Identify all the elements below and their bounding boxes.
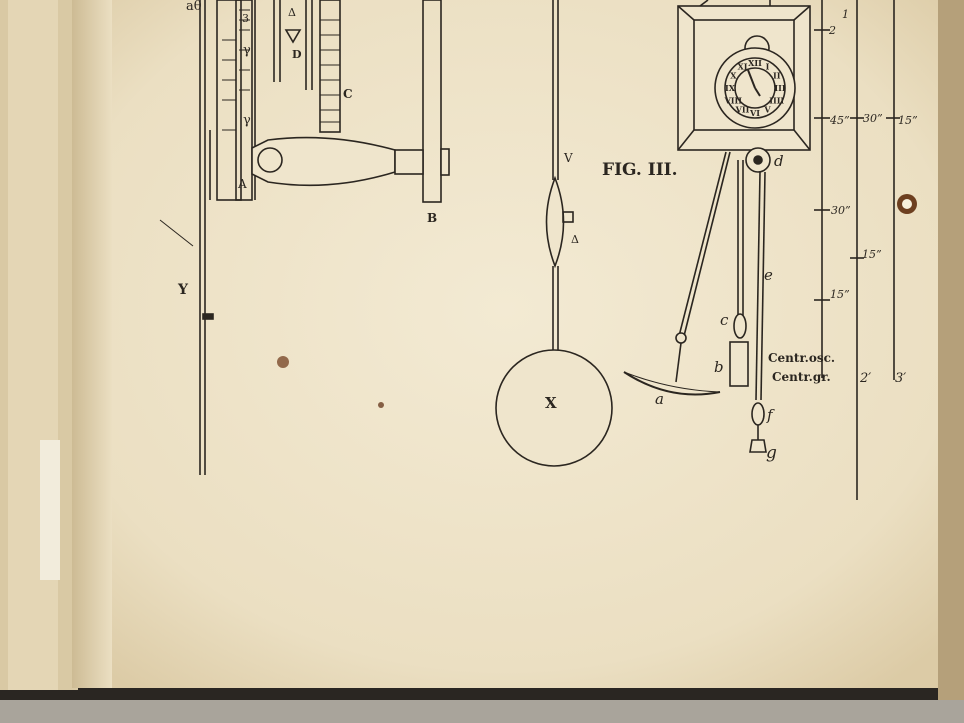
clock-numeral: X (730, 71, 737, 81)
right-page-edge (938, 0, 964, 700)
clock-numeral: VII (735, 105, 750, 115)
clock-numeral: I (766, 61, 770, 71)
centre-oscillation-label: Centr.osc. (768, 351, 835, 365)
clock-numeral: IIII (769, 96, 784, 106)
label-clock-c: c (720, 311, 729, 329)
label-D: D (292, 48, 302, 61)
clock-numeral: III (774, 83, 785, 93)
clock-numeral: VIII (724, 96, 743, 106)
label-clock-b: b (714, 358, 724, 376)
label-clock-e: e (764, 266, 773, 284)
clock-numeral: V (763, 105, 771, 115)
clock-numeral: VI (749, 108, 760, 118)
length-scale (814, 0, 900, 500)
label-Y: Y (177, 282, 189, 298)
label-clock-d: d (774, 152, 784, 170)
scale-mid30: 30” (831, 204, 851, 217)
figure-title: FIG. III. (602, 160, 678, 180)
label-A: A (237, 177, 247, 191)
gear-train-mechanism (159, 0, 450, 475)
clock-numeral: IX (725, 83, 736, 93)
label-clock-f: f (766, 406, 775, 424)
label-X: X (545, 394, 557, 412)
label-three: 3 (242, 12, 249, 25)
label-delta: Δ (571, 233, 579, 246)
scale-top: 1 (842, 8, 849, 21)
label-V: V (563, 151, 573, 165)
scale-mid15: 15” (862, 248, 882, 261)
scale-low15: 15” (830, 288, 850, 301)
scale-15: 15” (898, 114, 918, 127)
label-C: C (343, 87, 353, 101)
scale-45: 45” (829, 114, 850, 127)
scale-top2: 2 (828, 24, 836, 37)
scale-n3: 3′ (895, 371, 906, 386)
label-delta-left: Δ (288, 6, 296, 19)
clock-apparatus (623, 0, 811, 453)
label-clock-g: g (766, 443, 777, 463)
scale-n2: 2′ (859, 371, 871, 386)
label-gamma-2: γ (243, 113, 251, 128)
pendulum-bob (495, 349, 613, 467)
clock-numeral: XI (738, 61, 748, 71)
label-gamma-1: γ (243, 43, 251, 58)
simple-pendulum (495, 0, 613, 467)
centre-gravity-label: Centr.gr. (772, 370, 831, 384)
clock-numeral: II (773, 71, 781, 81)
clock-numeral: XII (748, 58, 762, 68)
scale-30: 30” (863, 112, 883, 125)
label-B: B (427, 211, 437, 225)
label-clock-a: a (655, 390, 664, 408)
ink-stain (277, 356, 289, 368)
label-a-theta: aθ (186, 0, 202, 14)
